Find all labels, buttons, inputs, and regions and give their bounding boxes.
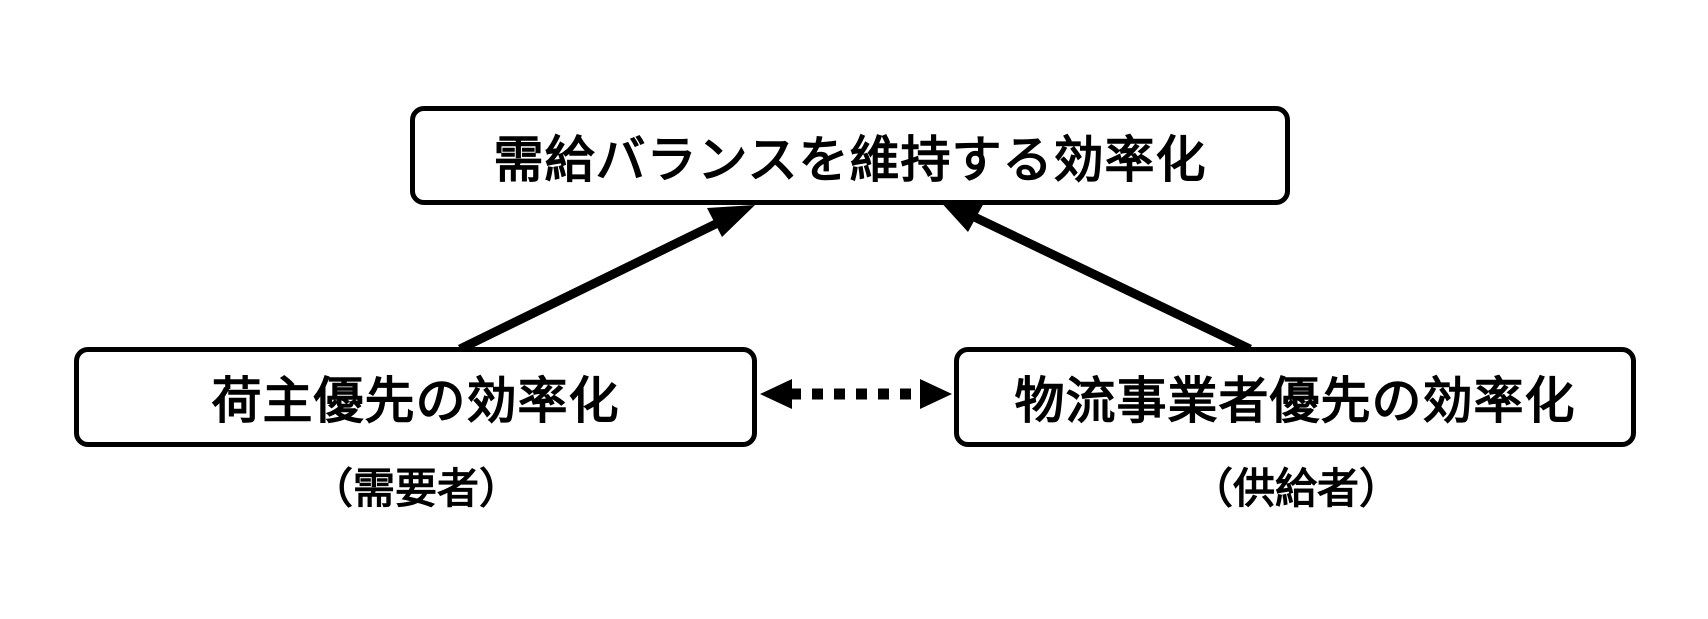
logistics-label: 物流事業者優先の効率化 [1014,372,1576,430]
arrowhead-left-to-top [707,205,755,237]
arrowhead-dotted-right [920,379,952,409]
shipper-box: 荷主優先の効率化 [74,347,757,447]
arrowhead-dotted-left [760,379,792,409]
top-goal-label: 需給バランスを維持する効率化 [493,130,1207,189]
logistics-box: 物流事業者優先の効率化 [954,347,1636,447]
arrow-left-to-top [458,213,730,354]
arrow-right-to-top [964,208,1252,354]
logistics-sublabel: （供給者） [1190,464,1402,513]
shipper-label: 荷主優先の効率化 [211,372,620,430]
arrowhead-right-to-top [938,199,985,232]
shipper-sublabel: （需要者） [310,464,522,513]
top-goal-box: 需給バランスを維持する効率化 [410,106,1290,205]
